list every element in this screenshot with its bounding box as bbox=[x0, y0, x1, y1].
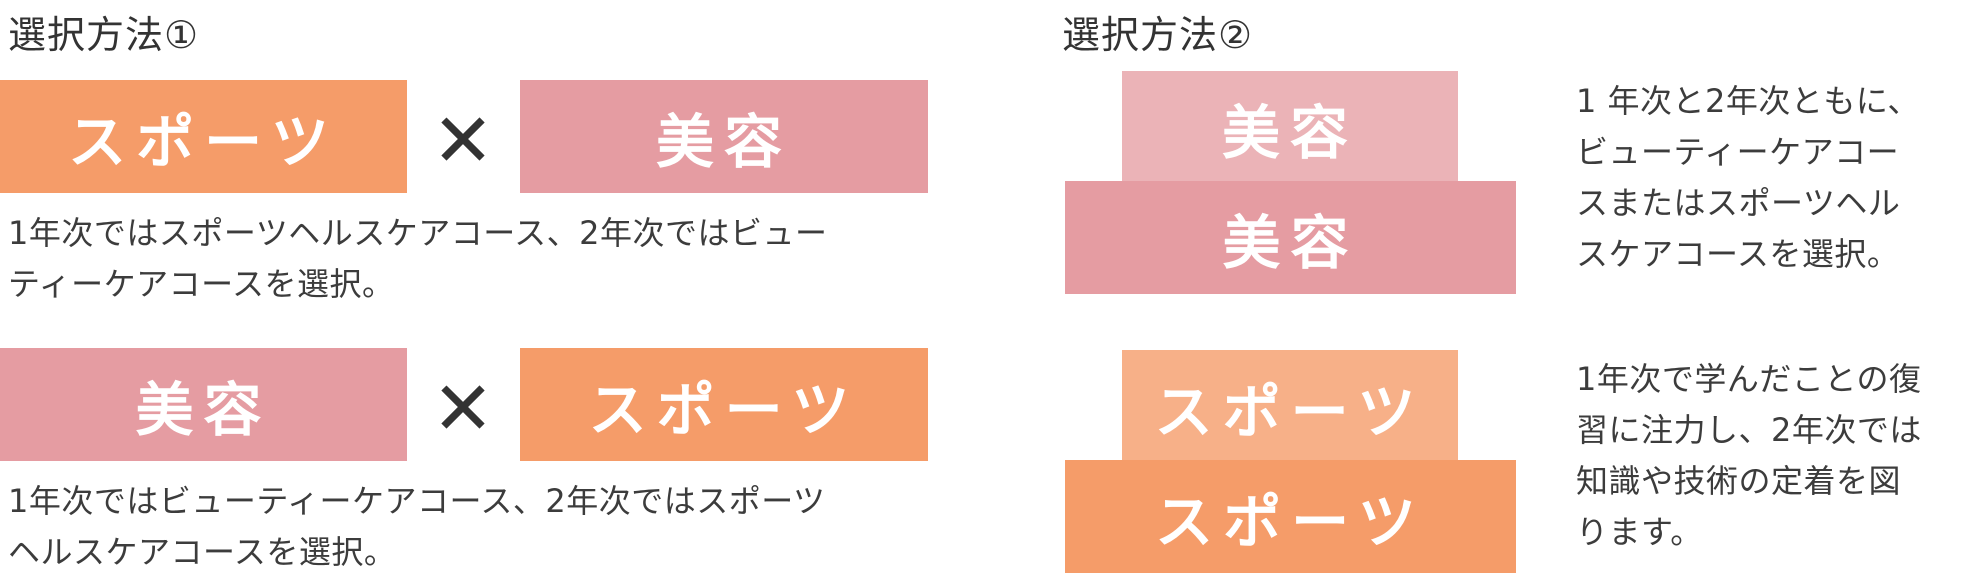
combo1-cross-icon: ✕ bbox=[432, 98, 495, 184]
stack1-description-line: ビューティーケアコー bbox=[1576, 133, 1900, 171]
stack1-description-line: スまたはスポーツヘル bbox=[1576, 184, 1901, 222]
stack1-description: 1 年次と2年次ともに、 ビューティーケアコー スまたはスポーツヘル スケアコー… bbox=[1576, 76, 1920, 280]
combo1-description-line: 1年次ではスポーツヘルスケアコース、2年次ではビュー bbox=[8, 214, 828, 252]
combo1-beauty-box: 美容 bbox=[520, 80, 928, 193]
combo2-beauty-box: 美容 bbox=[0, 348, 407, 461]
method1-heading: 選択方法① bbox=[8, 13, 200, 57]
stack2-description-line: 習に注力し、2年次では bbox=[1576, 411, 1922, 449]
stack1-description-line: 1 年次と2年次ともに、 bbox=[1576, 82, 1920, 120]
method2-heading: 選択方法② bbox=[1062, 13, 1254, 57]
combo1-description: 1年次ではスポーツヘルスケアコース、2年次ではビュー ティーケアコースを選択。 bbox=[8, 208, 827, 310]
combo2-cross-icon: ✕ bbox=[432, 366, 495, 452]
combo2-description-line: 1年次ではビューティーケアコース、2年次ではスポーツ bbox=[8, 482, 826, 520]
combo1-sports-box: スポーツ bbox=[0, 80, 407, 193]
stack2-description-line: 知識や技術の定着を図 bbox=[1576, 462, 1902, 500]
stack2-sports-top-box: スポーツ bbox=[1122, 350, 1458, 463]
combo2-description-line: ヘルスケアコースを選択。 bbox=[8, 533, 397, 571]
combo2-sports-box: スポーツ bbox=[520, 348, 928, 461]
stack1-beauty-top-box: 美容 bbox=[1122, 71, 1458, 184]
stack2-description-line: 1年次で学んだことの復 bbox=[1576, 360, 1922, 398]
stack2-sports-bottom-box: スポーツ bbox=[1065, 460, 1516, 573]
stack1-beauty-bottom-box: 美容 bbox=[1065, 181, 1516, 294]
combo2-description: 1年次ではビューティーケアコース、2年次ではスポーツ ヘルスケアコースを選択。 bbox=[8, 476, 826, 578]
stack2-description: 1年次で学んだことの復 習に注力し、2年次では 知識や技術の定着を図 ります。 bbox=[1576, 354, 1922, 558]
combo1-description-line: ティーケアコースを選択。 bbox=[8, 265, 395, 303]
stack1-description-line: スケアコースを選択。 bbox=[1576, 235, 1900, 273]
stack2-description-line: ります。 bbox=[1576, 513, 1703, 551]
